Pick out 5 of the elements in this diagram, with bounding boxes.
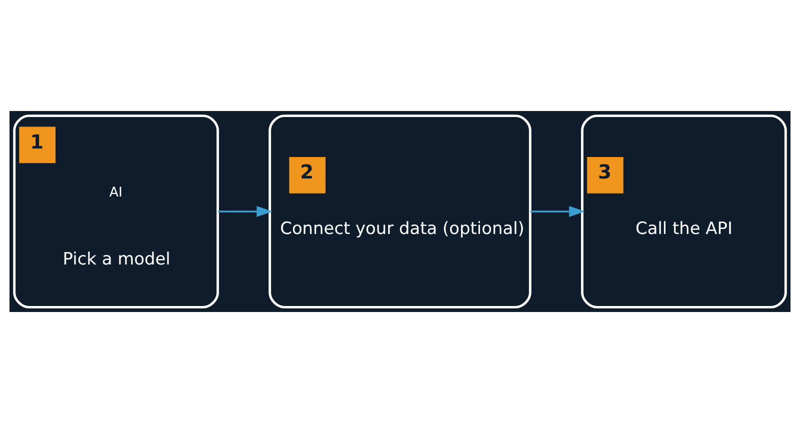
arrow [218, 205, 272, 217]
node-box: 1 AI Pick a model [13, 114, 219, 308]
node-box: 3 Call the API [581, 114, 787, 308]
node-box: 2 Connect your data (optional) [268, 114, 532, 308]
arrow [530, 205, 585, 217]
